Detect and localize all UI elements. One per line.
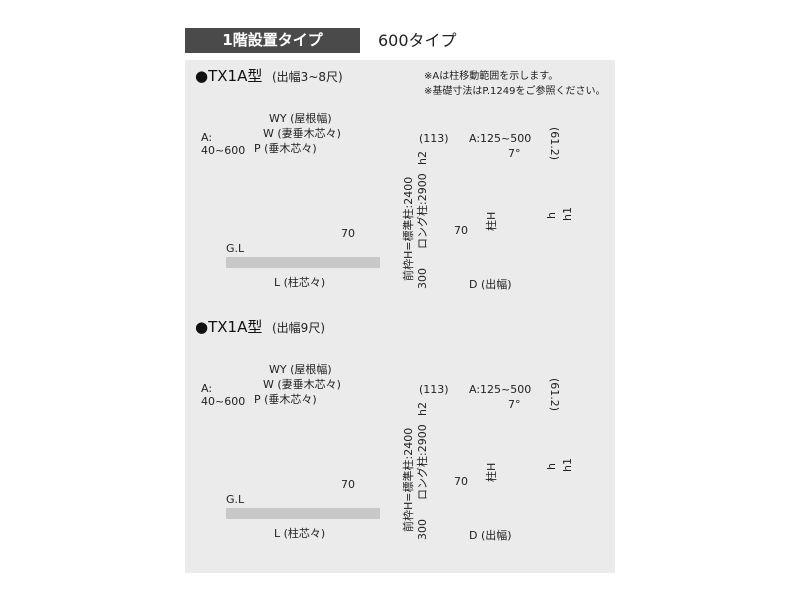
a-range-label: 40~600 [200,144,247,157]
long-post-label: ロング柱:2900 [416,172,429,250]
front-70-label: 70 [340,227,356,240]
a-label: A: [200,382,214,395]
diagram-title: ●TX1A型 [195,67,263,85]
ground [226,257,380,268]
p-label: P (垂木芯々) [253,142,318,155]
h2-label: h2 [416,401,429,417]
a-side-label: A:125~500 [468,132,533,145]
front-70-label: 70 [340,478,356,491]
d612-label: (61.2) [548,377,561,413]
h1-label: h1 [561,206,574,222]
p-label: P (垂木芯々) [253,393,318,406]
pillar-h-label: 柱H [485,210,498,232]
diagram-1-drawing [226,257,380,268]
wy-label: WY (屋根幅) [268,112,333,125]
pillar-h-label: 柱H [485,461,498,483]
w-label: W (妻垂木芯々) [262,127,342,140]
a-label: A: [200,131,214,144]
front-h-label: 前枠H=標準柱:2400 [402,426,415,533]
d612-label: (61.2) [548,126,561,162]
long-post-label: ロング柱:2900 [416,423,429,501]
h-label: h [545,462,558,471]
a-side-label: A:125~500 [468,383,533,396]
diagram-title: ●TX1A型 [195,318,263,336]
subtype-label: 600タイプ [378,31,457,50]
diagram-title-sub: (出幅3~8尺) [272,70,343,84]
a-range-label: 40~600 [200,395,247,408]
w-label: W (妻垂木芯々) [262,378,342,391]
h2-label: h2 [416,150,429,166]
gl-label: G.L [225,242,246,255]
angle-label: 7° [507,147,522,160]
type-header: 1階設置タイプ [185,28,360,53]
h1-label: h1 [561,457,574,473]
diagram-1-labels: ●TX1A型 (出幅3~8尺) WY (屋根幅) W (妻垂木芯々) P (垂木… [195,67,574,291]
side-70-label: 70 [453,475,469,488]
d113-label: (113) [418,132,450,145]
l-label: L (柱芯々) [273,527,327,540]
d-label: D (出幅) [468,529,513,542]
h-label: h [545,211,558,220]
ground [226,508,380,519]
d300-label: 300 [416,518,429,541]
note-a: ※Aは柱移動範囲を示します。 [424,71,559,82]
l-label: L (柱芯々) [273,276,327,289]
note-foundation: ※基礎寸法はP.1249をご参照ください。 [424,86,606,97]
wy-label: WY (屋根幅) [268,363,333,376]
side-70-label: 70 [453,224,469,237]
diagram-2-labels: ●TX1A型 (出幅9尺) WY (屋根幅) W (妻垂木芯々) P (垂木芯々… [0,251,800,551]
d113-label: (113) [418,383,450,396]
gl-label: G.L [225,493,246,506]
diagram-title-sub: (出幅9尺) [272,321,325,335]
angle-label: 7° [507,398,522,411]
diagram-2-drawing [226,508,380,519]
d-label: D (出幅) [468,278,513,291]
